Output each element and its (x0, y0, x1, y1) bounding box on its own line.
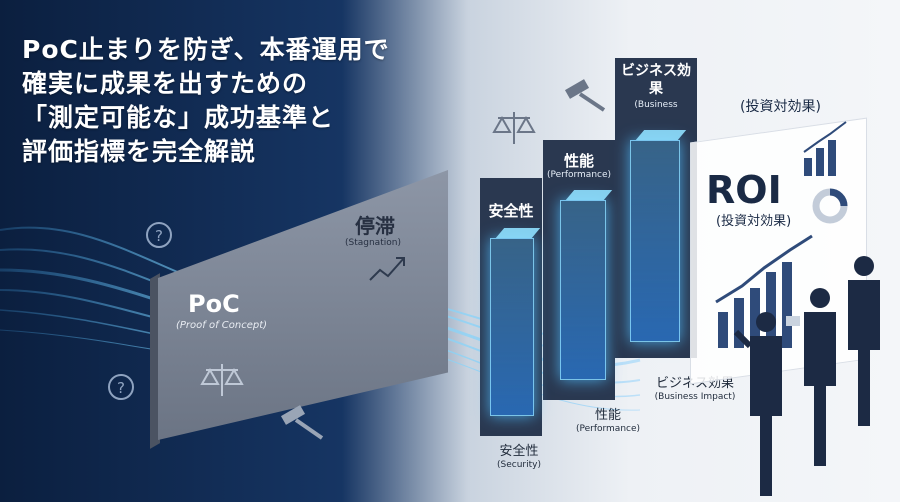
business-people-illustration (733, 256, 880, 496)
poc-sublabel: (Proof of Concept) (176, 320, 268, 331)
floor-sublabel-performance: (Performance) (575, 424, 641, 434)
scale-icon (200, 364, 244, 396)
pillar-sublabel-business: (Business (634, 100, 678, 110)
headline-line-4: 評価指標を完全解説 (22, 137, 257, 166)
gavel-icon (564, 79, 606, 112)
headline-line-2: 確実に成果を出すための (22, 69, 309, 98)
donut-chart-icon (812, 188, 848, 224)
trend-chart-icon (369, 257, 405, 281)
poc-label: PoC (188, 290, 240, 318)
roi-label: ROI (706, 168, 782, 212)
pillar-top-business (635, 130, 687, 140)
scale-icon (492, 112, 536, 144)
headline-line-1: PoC止まりを防ぎ、本番運用で (22, 35, 390, 64)
growth-chart-icon (715, 234, 813, 348)
pillar-label-security: 安全性 (488, 202, 534, 220)
floor-sublabel-security: (Security) (497, 460, 541, 470)
question-bubble-icon: ? (108, 374, 134, 400)
question-bubble-icon: ? (146, 222, 172, 248)
pillar-sublabel-performance: (Performance) (546, 170, 612, 180)
roi-top-label: (投資対効果) (740, 99, 821, 115)
roi-sublabel: (投資対効果) (716, 214, 792, 229)
svg-text:?: ? (155, 227, 163, 245)
floor-sublabel-business: (Business Impact) (654, 392, 736, 402)
svg-text:?: ? (117, 379, 125, 397)
floor-label-security: 安全性 (499, 444, 539, 459)
pillar-label-performance: 性能 (563, 152, 594, 170)
floor-label-performance: 性能 (594, 408, 621, 423)
pillar-security (490, 238, 534, 416)
pillar-label-business: ビジネス効果 (621, 63, 691, 97)
headline-line-3: 「測定可能な」成功基準と (22, 103, 335, 132)
pillar-performance (560, 200, 606, 380)
stagnation-label: 停滞 (355, 214, 395, 238)
gavel-icon (280, 405, 324, 440)
bar-chart-icon (803, 121, 847, 176)
stagnation-sublabel: (Stagnation) (345, 238, 401, 248)
pillar-business (630, 140, 680, 342)
